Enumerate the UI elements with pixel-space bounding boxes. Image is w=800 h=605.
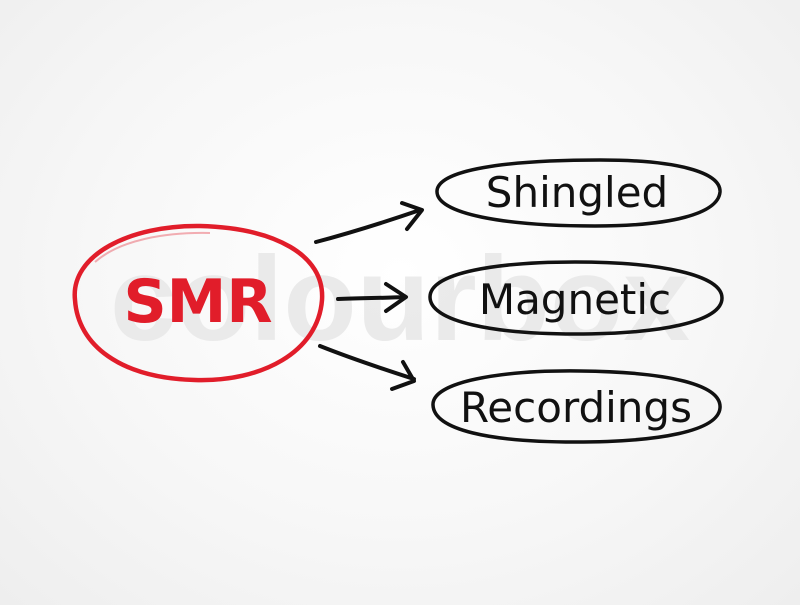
arrow-to-shingled [314,201,424,244]
arrow-to-magnetic [336,282,408,313]
arrow-to-recordings [318,344,416,391]
term-ellipse-magnetic [428,260,724,336]
term-recordings-text: Recordings [460,383,692,432]
term-ellipse-shingled [435,158,722,228]
term-magnetic-text: Magnetic [479,275,671,324]
term-ellipse-recordings [431,369,722,444]
term-shingled-text: Shingled [486,168,668,217]
acronym-text: SMR [123,267,272,337]
acronym-ellipse [72,223,325,383]
